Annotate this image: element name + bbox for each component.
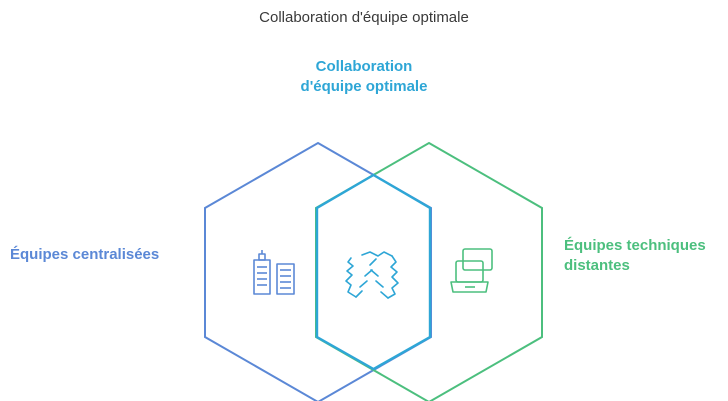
right-label-line-2: distantes [564,257,630,274]
center-label-line-1: Collaboration [315,58,413,75]
diagram-title: Collaboration d'équipe optimale [259,9,469,26]
center-label: Collaboration d'équipe optimale [214,57,514,97]
overlap-hexagon [315,173,432,371]
left-label: Équipes centralisées [10,246,160,263]
right-label-line-1: Équipes techniques [564,237,706,254]
center-label-line-2: d'équipe optimale [300,78,428,95]
handshake-icon [345,251,399,299]
right-label: Équipes techniques distantes [564,236,728,276]
office-buildings-icon [253,250,295,295]
laptops-icon [450,248,493,293]
